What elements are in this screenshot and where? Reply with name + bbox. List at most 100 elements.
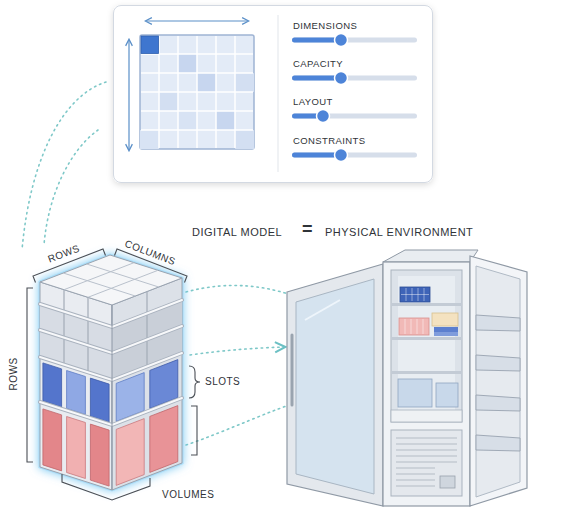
lab-freezer — [470, 256, 527, 506]
storage-rack — [116, 419, 144, 486]
lab-freezer — [432, 313, 458, 326]
storage-rack — [40, 300, 182, 327]
heading-text: DIGITAL MODEL — [192, 226, 282, 239]
storage-rack — [40, 300, 182, 327]
dimension-arrow — [146, 20, 248, 21]
layout-grid — [141, 72, 253, 74]
lab-freezer — [396, 455, 457, 456]
lab-freezer — [434, 327, 458, 332]
control-panel: DIMENSIONSCAPACITYLAYOUTCONSTRAINTS — [113, 5, 433, 183]
slider-control — [292, 38, 417, 43]
lab-freezer — [476, 315, 520, 451]
lab-freezer — [405, 319, 406, 334]
storage-rack — [63, 263, 158, 298]
layout-grid — [197, 73, 216, 92]
storage-rack — [40, 300, 182, 425]
dimension-label: SLOTS — [205, 376, 240, 388]
layout-grid — [140, 130, 159, 149]
dimension-bracket — [27, 288, 33, 462]
lab-freezer — [383, 250, 478, 262]
lab-freezer — [401, 288, 429, 301]
storage-rack — [40, 326, 182, 353]
slider-control — [335, 34, 348, 47]
slider-control — [292, 153, 341, 158]
dimension-label: VOLUMES — [162, 489, 214, 501]
lab-freezer — [398, 379, 432, 407]
lab-freezer — [476, 266, 520, 497]
lab-freezer — [476, 435, 520, 451]
layout-grid — [159, 92, 178, 111]
lab-freezer — [391, 430, 462, 496]
lab-freezer — [391, 303, 462, 306]
slider-control — [335, 72, 348, 85]
layout-grid — [178, 111, 197, 130]
dimension-arrow — [128, 40, 129, 150]
dimension-label: ROWS — [8, 357, 20, 390]
lab-freezer — [396, 485, 435, 486]
dimension-bracket — [27, 249, 200, 500]
layout-grid — [141, 91, 253, 93]
lab-freezer — [476, 315, 520, 331]
lab-freezer — [434, 332, 458, 336]
heading-text: PHYSICAL ENVIRONMENT — [325, 226, 473, 239]
lab-freezer — [401, 294, 429, 295]
storage-rack — [43, 409, 62, 471]
layout-grid — [216, 111, 235, 130]
slider-control — [317, 110, 330, 123]
lab-freezer — [396, 461, 457, 462]
dimension-bracket — [191, 406, 197, 455]
lab-freezer — [399, 318, 429, 335]
slider-control — [292, 34, 417, 162]
lab-freezer — [396, 449, 457, 450]
lab-freezer — [436, 383, 458, 407]
lab-freezer — [305, 300, 340, 320]
storage-rack — [40, 255, 182, 490]
lab-freezer — [396, 479, 435, 480]
slider-label: DIMENSIONS — [293, 20, 357, 31]
storage-rack — [40, 300, 182, 425]
layout-grid — [141, 110, 253, 112]
slider-label: CONSTRAINTS — [293, 135, 366, 146]
layout-grid — [141, 36, 159, 54]
slider-control — [292, 76, 417, 81]
storage-rack — [112, 278, 182, 490]
dotted-leader — [22, 82, 106, 250]
storage-rack — [40, 255, 182, 490]
layout-grid — [235, 130, 254, 149]
storage-rack — [90, 424, 109, 486]
storage-rack — [40, 398, 182, 425]
storage-rack — [146, 292, 147, 367]
slider-label: CAPACITY — [293, 58, 343, 69]
lab-freezer — [400, 287, 430, 302]
slider-control — [292, 114, 417, 119]
dimension-bracket — [189, 366, 200, 398]
slider-control — [335, 149, 348, 162]
lab-freezer — [417, 319, 418, 334]
storage-rack — [150, 406, 178, 473]
layout-grid — [140, 35, 254, 149]
slider-control — [292, 153, 417, 158]
storage-rack — [43, 363, 62, 407]
storage-rack — [112, 305, 113, 490]
slider-control — [292, 38, 341, 43]
lab-freezer — [405, 319, 423, 334]
layout-grid — [141, 129, 253, 131]
lab-freezer — [383, 262, 470, 506]
lab-freezer — [291, 335, 294, 405]
storage-rack — [40, 255, 182, 490]
lab-freezer — [391, 410, 462, 422]
dotted-leader — [190, 347, 284, 355]
panel-card — [113, 5, 433, 183]
storage-rack — [64, 263, 134, 290]
storage-rack — [40, 398, 182, 425]
storage-rack — [64, 290, 147, 373]
lab-freezer — [391, 337, 462, 340]
lab-freezer — [391, 270, 462, 422]
lab-freezer — [396, 443, 457, 444]
layout-grid — [178, 54, 197, 73]
dimension-bracket — [62, 474, 150, 500]
slider-control — [292, 76, 341, 81]
storage-rack — [40, 326, 182, 353]
storage-rack — [90, 378, 109, 422]
